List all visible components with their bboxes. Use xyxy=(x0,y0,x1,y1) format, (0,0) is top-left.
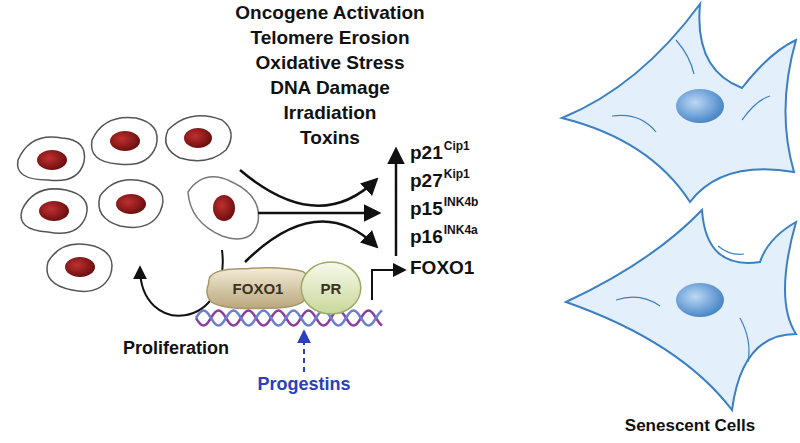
gene-superscript: INK4b xyxy=(444,195,479,209)
node-label: PR xyxy=(321,280,342,297)
stress-factor: Oxidative Stress xyxy=(256,52,405,75)
stress-arc-lower xyxy=(245,222,376,263)
process-label: Proliferation xyxy=(123,338,229,360)
stress-factor: Irradiation xyxy=(284,102,377,125)
node-label: FOXO1 xyxy=(233,280,284,297)
gene-superscript: Kip1 xyxy=(444,167,470,181)
cdk-inhibitor: p16 xyxy=(410,226,443,249)
cell-state-label: Senescent Cells xyxy=(625,416,755,436)
cdk-inhibitor: p15 xyxy=(410,198,443,221)
stress-factor: Oncogene Activation xyxy=(235,2,424,25)
gene-superscript: Cip1 xyxy=(444,139,470,153)
progestin-arrow xyxy=(303,332,305,372)
senescent-cells xyxy=(562,4,796,410)
dna-helix xyxy=(196,310,382,325)
hormone-label: Progestins xyxy=(257,374,350,396)
dna-strand xyxy=(196,311,382,326)
senescence-arrow xyxy=(258,212,378,215)
cdk-inhibitor: p27 xyxy=(410,170,443,193)
dna-strand xyxy=(196,310,382,325)
receptor-circle: PR xyxy=(300,261,362,315)
induction-up-arrow xyxy=(395,150,398,256)
stress-factor: DNA Damage xyxy=(270,77,390,100)
gene-superscript: INK4a xyxy=(444,223,478,237)
transcription-factor: FOXO1 xyxy=(202,265,314,311)
promoter-arrow xyxy=(372,270,404,300)
stress-factor: Toxins xyxy=(300,127,360,150)
cdk-inhibitor: p21 xyxy=(410,142,443,165)
stress-arc-upper xyxy=(240,170,376,206)
stress-factor: Telomere Erosion xyxy=(250,27,409,50)
target-gene: FOXO1 xyxy=(410,257,474,280)
